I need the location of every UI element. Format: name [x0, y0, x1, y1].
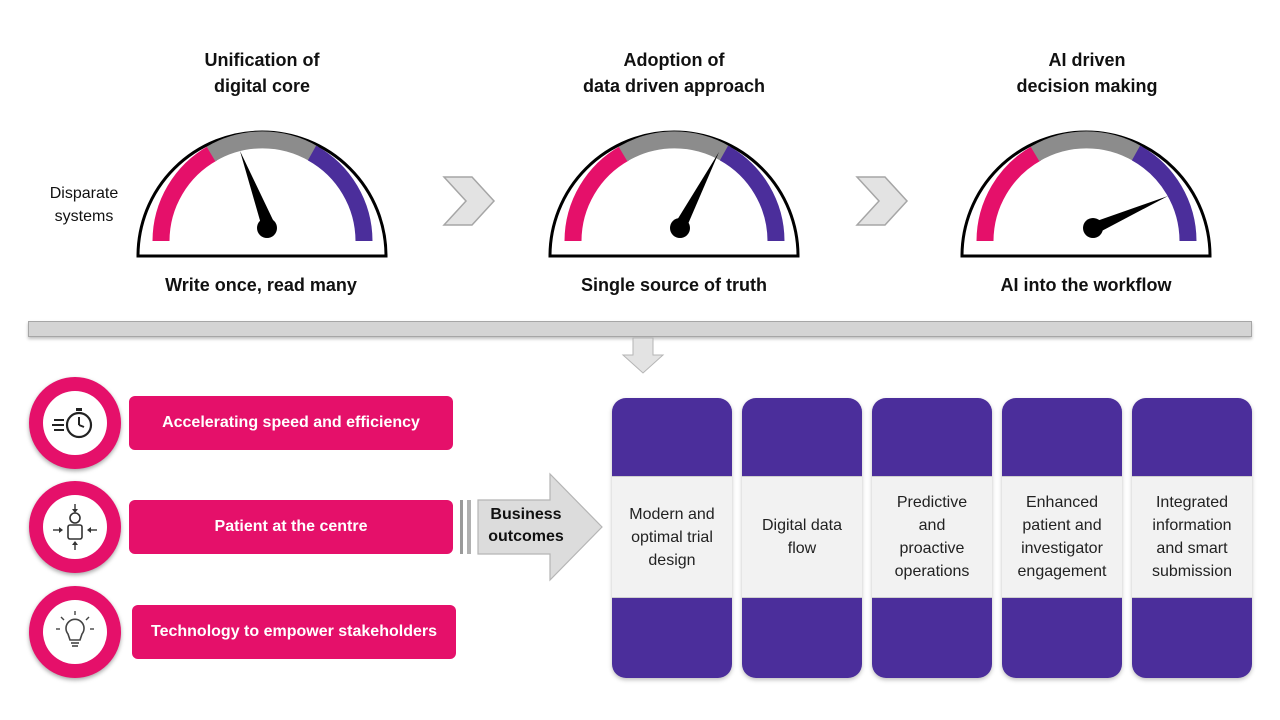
chevron-right-icon [855, 175, 909, 232]
outcome-1-line3: design [648, 551, 696, 569]
outcome-5-line2: information [1152, 517, 1232, 534]
outcome-card-3-text: Predictive and proactive operations [872, 476, 992, 598]
disparate-line2: systems [54, 208, 114, 225]
outcome-5-line4: submission [1151, 563, 1233, 580]
outcome-4-line2: patient and [1022, 517, 1102, 534]
outcome-card-2-text: Digital data flow [742, 476, 862, 598]
stage-3-title-line2: decision making [1016, 76, 1158, 96]
outcome-1-line2: optimal trial [631, 528, 713, 546]
pillar-2-pill: Patient at the centre [129, 500, 453, 554]
outcome-3-line2: and [918, 517, 946, 534]
gauge-2-needle [674, 152, 719, 231]
outcome-card-1-text: Modern and optimal trial design [612, 476, 732, 598]
stage-2-title-line1: Adoption of [623, 50, 725, 70]
stage-2-caption: Single source of truth [580, 275, 767, 295]
gauge-1-gray-arc [206, 131, 319, 162]
down-arrow-icon [621, 337, 665, 380]
pillar-3-circle [29, 586, 121, 678]
stage-3-caption: AI into the workflow [1000, 275, 1172, 295]
outcome-card-5-text: Integrated information and smart submiss… [1132, 476, 1252, 598]
outcome-2-line1: Digital data [761, 517, 843, 534]
disparate-line1: Disparate [49, 185, 119, 202]
patient-icon [53, 504, 97, 550]
disparate-systems-label: Disparate systems [40, 182, 128, 228]
stage-2-title: Adoption of data driven approach [524, 47, 824, 99]
lightbulb-icon [56, 611, 94, 647]
pillar-1-label: Accelerating speed and efficiency [162, 414, 420, 431]
divider-bar [28, 321, 1252, 337]
pillar-3-circle-inner [43, 600, 107, 664]
stopwatch-icon [52, 408, 93, 439]
gauge-3-purple-arc [1131, 145, 1197, 242]
business-outcomes-label: Business outcomes [476, 504, 576, 548]
pillar-3-label: Technology to empower stakeholders [151, 623, 437, 640]
outcome-5-line3: and smart [1156, 540, 1228, 557]
pillar-1-circle-inner [43, 391, 107, 455]
outcome-4-line1: Enhanced [1025, 494, 1099, 511]
gauge-2-pink-arc [564, 145, 630, 242]
gauge-1-hub [257, 218, 277, 238]
outcome-card-4-text: Enhanced patient and investigator engage… [1002, 476, 1122, 598]
gauge-2-hub [670, 218, 690, 238]
gauge-1-purple-arc [307, 145, 373, 242]
pillar-2-label: Patient at the centre [214, 518, 368, 535]
stage-1-title: Unification of digital core [112, 47, 412, 99]
pillar-3-pill: Technology to empower stakeholders [132, 605, 456, 659]
outcome-card-2: Digital data flow [742, 398, 862, 678]
stage-1-caption: Write once, read many [165, 275, 357, 295]
outcome-card-3: Predictive and proactive operations [872, 398, 992, 678]
pillar-1-circle [29, 377, 121, 469]
stage-1-title-line2: digital core [213, 76, 311, 96]
outcome-3-line4: operations [894, 563, 970, 580]
outcome-card-4: Enhanced patient and investigator engage… [1002, 398, 1122, 678]
gauge-3 [958, 124, 1214, 260]
pillar-1-pill: Accelerating speed and efficiency [129, 396, 453, 450]
outcome-3-line1: Predictive [896, 494, 968, 511]
outcome-1-line1: Modern and [629, 505, 715, 523]
pillar-2-circle-inner [43, 495, 107, 559]
outcome-card-1: Modern and optimal trial design [612, 398, 732, 678]
outcome-card-5: Integrated information and smart submiss… [1132, 398, 1252, 678]
stage-3-title-line1: AI driven [1048, 50, 1126, 70]
business-outcomes-arrow [458, 472, 606, 587]
stage-3-title: AI driven decision making [937, 47, 1237, 99]
outcome-4-line3: investigator [1021, 540, 1103, 557]
business-outcomes-line2: outcomes [488, 528, 564, 545]
outcome-4-line4: engagement [1017, 563, 1107, 580]
gauge-3-needle [1091, 196, 1168, 234]
chevron-right-icon [442, 175, 496, 232]
gauge-2-gray-arc [618, 131, 731, 162]
gauge-3-hub [1083, 218, 1103, 238]
gauge-2 [546, 124, 802, 260]
gauge-2-purple-arc [719, 145, 785, 242]
outcome-3-line3: proactive [899, 540, 965, 557]
stage-2-title-line2: data driven approach [582, 76, 766, 96]
business-outcomes-line1: Business [490, 506, 562, 523]
gauge-3-gray-arc [1030, 131, 1143, 162]
gauge-1 [134, 124, 390, 260]
stage-1-title-line1: Unification of [204, 50, 320, 70]
pillar-2-circle [29, 481, 121, 573]
outcome-2-line2: flow [787, 540, 817, 557]
gauge-3-pink-arc [976, 145, 1042, 242]
outcome-5-line1: Integrated [1155, 494, 1229, 511]
gauge-1-pink-arc [152, 145, 218, 242]
gauge-1-needle [240, 151, 273, 224]
